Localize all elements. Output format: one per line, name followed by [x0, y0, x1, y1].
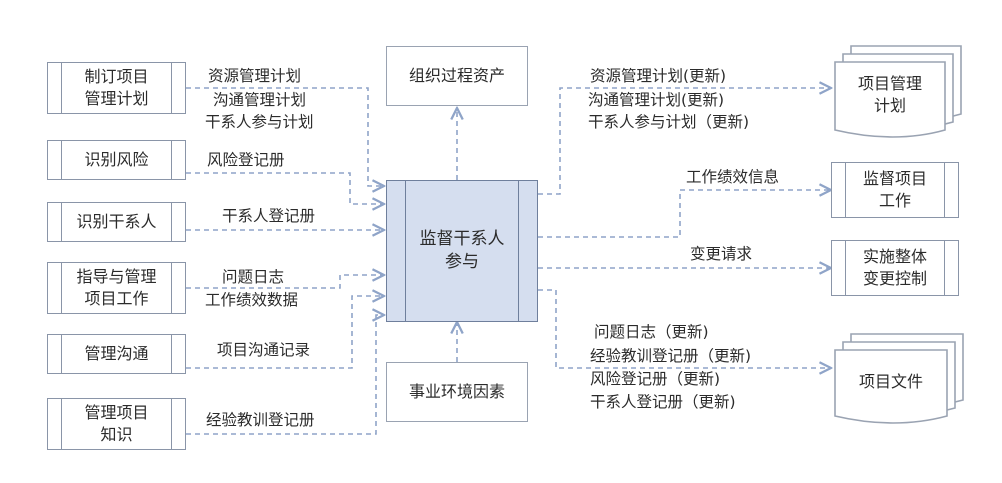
label-risk-register: 风险登记册: [207, 151, 285, 169]
label-risk-register-updated: 风险登记册（更新): [590, 370, 721, 388]
project-plan-doc-front: [834, 61, 946, 138]
perform-change-control-box: 实施整体 变更控制: [831, 240, 959, 296]
arrow-center-to-monitor: [538, 190, 831, 238]
monitor-project-work-box: 监督项目 工作: [831, 162, 959, 218]
label-resource-plan: 资源管理计划: [208, 67, 302, 85]
arrow-work-to-center: [186, 275, 384, 289]
label-lessons-register-updated: 经验教训登记册（更新): [590, 347, 752, 365]
direct-manage-work-box: 指导与管理 项目工作: [47, 262, 186, 314]
arrow-center-to-pmp: [538, 88, 831, 195]
label-comm-plan: 沟通管理计划: [213, 91, 307, 109]
enterprise-env-factors-box: 事业环境因素: [386, 362, 528, 422]
manage-knowledge-box: 管理项目 知识: [47, 398, 186, 450]
arrow-knowledge-to-center: [186, 315, 384, 435]
label-issue-log-updated: 问题日志（更新): [594, 323, 709, 341]
arrow-center-to-docs: [538, 289, 831, 368]
identify-risks-box: 识别风险: [47, 140, 186, 180]
label-issue-log: 问题日志: [222, 268, 285, 286]
label-work-performance-data: 工作绩效数据: [205, 291, 299, 309]
label-stakeholder-register: 干系人登记册: [222, 207, 316, 225]
label-stakeholder-plan: 干系人参与计划: [205, 113, 314, 131]
identify-stakeholders-box: 识别干系人: [47, 202, 186, 242]
manage-communications-box: 管理沟通: [47, 334, 186, 374]
label-stakeholder-register-updated: 干系人登记册（更新): [590, 393, 736, 411]
label-work-performance-info: 工作绩效信息: [686, 168, 780, 186]
project-docs-doc-front: [834, 349, 948, 424]
project-management-plan-label: 项目管理 计划: [857, 74, 922, 115]
develop-pm-plan-box: 制订项目 管理计划: [47, 62, 186, 114]
org-process-assets-box: 组织过程资产: [386, 46, 528, 106]
arrow-plan-to-center: [186, 87, 384, 186]
monitor-stakeholder-engagement-box: 监督干系人 参与: [386, 180, 538, 322]
label-project-comm-records: 项目沟通记录: [217, 341, 311, 359]
label-comm-plan-updated: 沟通管理计划(更新): [588, 91, 725, 109]
label-stakeholder-plan-updated: 干系人参与计划（更新): [588, 113, 750, 131]
label-resource-plan-updated: 资源管理计划(更新): [590, 67, 727, 85]
arrow-risk-to-center: [186, 172, 384, 204]
label-change-requests: 变更请求: [690, 245, 753, 263]
project-documents-label: 项目文件: [858, 372, 923, 392]
label-lessons-register: 经验教训登记册: [206, 411, 315, 429]
arrow-comm-to-center: [186, 296, 384, 369]
